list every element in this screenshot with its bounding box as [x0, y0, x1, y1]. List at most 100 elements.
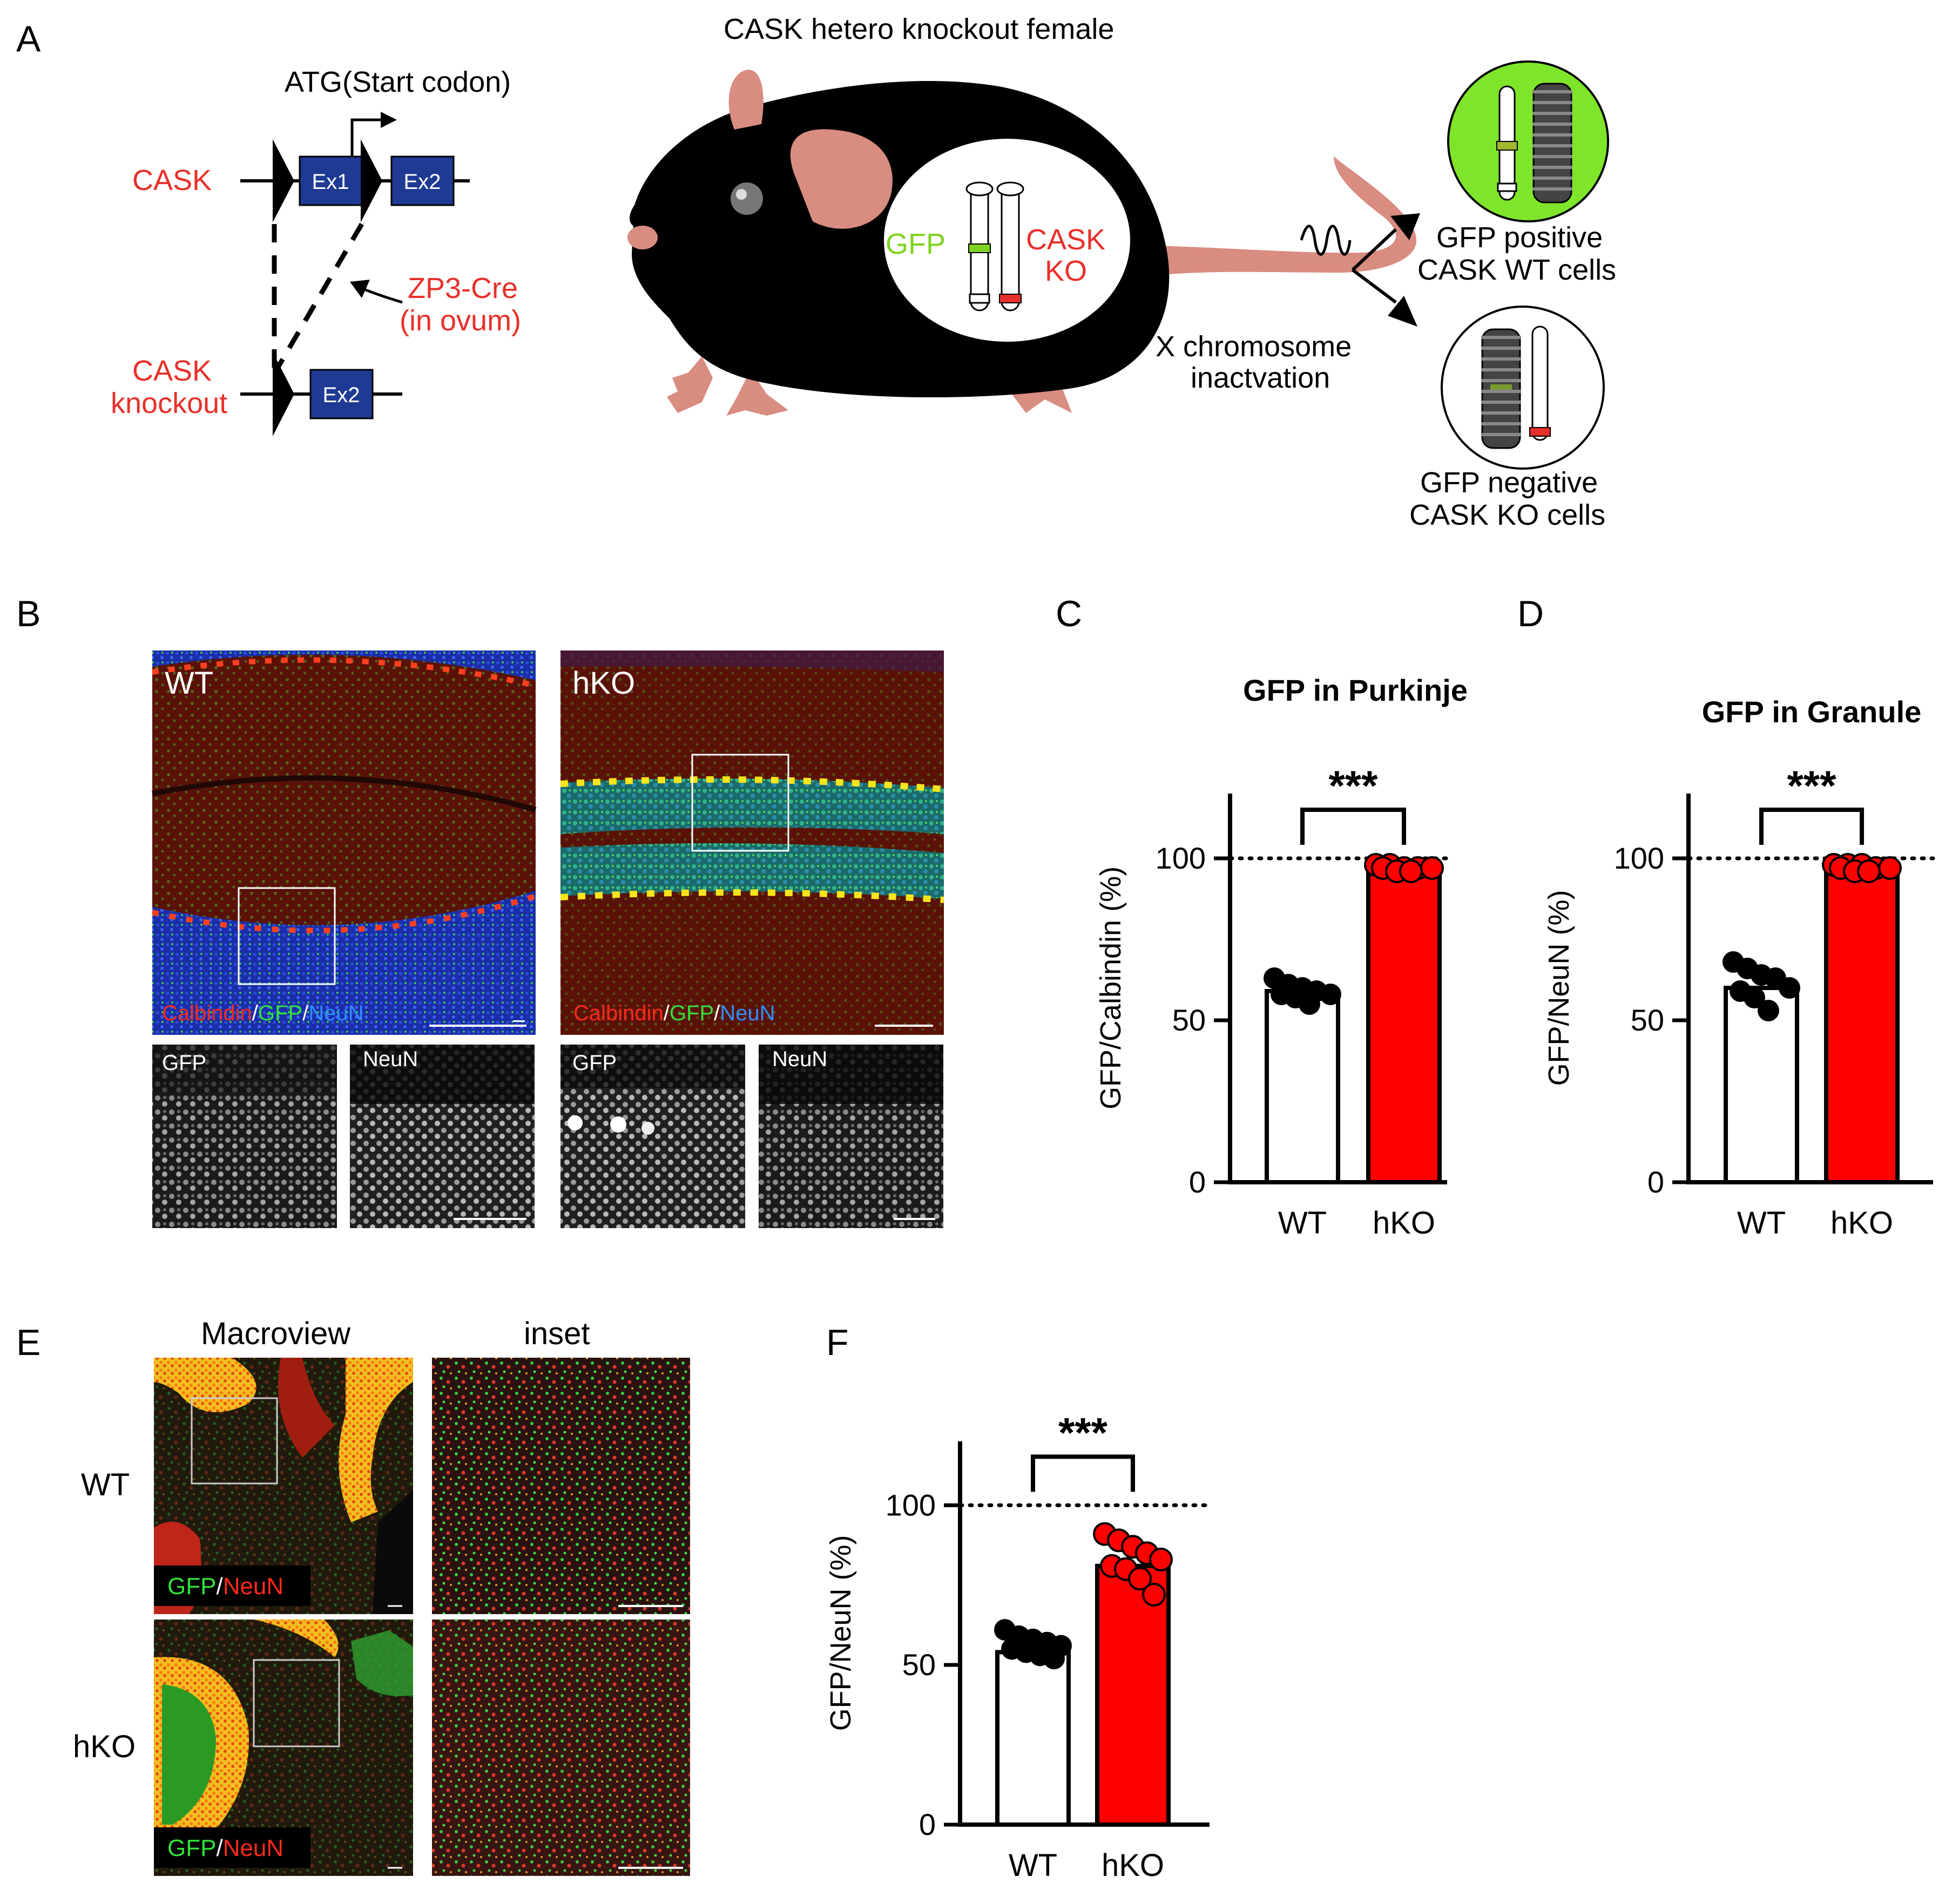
y-tick-label: 0: [919, 1807, 936, 1841]
wt-inset-neun-label: NeuN: [363, 1047, 418, 1071]
stain-calbindin: Calbindin: [162, 1001, 252, 1025]
data-point: [1857, 859, 1881, 883]
cre-label-2: (in ovum): [400, 304, 521, 337]
hko-inset-box: [691, 754, 789, 852]
y-tick-label: 50: [1631, 1003, 1664, 1037]
stain-gfp: GFP: [258, 1001, 302, 1025]
stain-slash-2: /: [302, 1001, 309, 1025]
chart-title: GFP in Granule: [1702, 695, 1922, 729]
data-point: [1320, 984, 1341, 1005]
y-tick-label: 100: [1614, 841, 1664, 875]
panel-label-f: F: [826, 1322, 849, 1363]
wt-inset-box: [238, 887, 336, 985]
cre-label-1: ZP3-Cre: [408, 272, 518, 304]
xci-label-2: inactvation: [1191, 362, 1330, 394]
wt-label-e: WT: [81, 1467, 130, 1502]
hko-macro-inset-box: [253, 1659, 340, 1747]
category-label: WT: [1737, 1205, 1786, 1241]
category-label: hKO: [1373, 1205, 1435, 1241]
e-stain-neun: NeuN: [223, 1573, 284, 1600]
inactive-x-coiled: [1532, 83, 1572, 204]
cask-gene-label: CASK: [132, 164, 212, 197]
hko-label-b: hKO: [572, 666, 635, 701]
significance-bracket: [1759, 808, 1864, 845]
y-axis-label: GFP/NeuN (%): [1543, 890, 1575, 1086]
bar-hko: [1824, 866, 1900, 1184]
stain-slash-1: /: [252, 1001, 259, 1025]
panel-label-a: A: [16, 18, 41, 59]
y-tick-label: 0: [1647, 1165, 1664, 1199]
significance-label: ***: [1787, 762, 1836, 809]
bar-hko: [1366, 866, 1442, 1184]
hko-inset-gfp-label: GFP: [572, 1051, 617, 1075]
cask-ko-label-2: KO: [1045, 255, 1087, 287]
stain-gfp-2: GFP: [670, 1001, 714, 1025]
stain-slash-4: /: [714, 1001, 720, 1025]
category-label: WT: [1278, 1205, 1327, 1241]
ko-label-2: knockout: [111, 387, 227, 419]
mouse-nose: [627, 226, 658, 249]
y-tick-label: 50: [1172, 1003, 1206, 1037]
start-codon-arrow: [350, 118, 381, 162]
data-point: [1758, 1000, 1779, 1021]
panel-label-c: C: [1056, 593, 1082, 634]
gfp-negative-label-1: GFP negative: [1420, 466, 1598, 499]
y-tick-label: 0: [1189, 1165, 1206, 1199]
data-point: [1399, 859, 1423, 883]
recombination-line-right: [276, 222, 364, 369]
active-x-ko: [1529, 326, 1551, 441]
data-point: [1878, 856, 1902, 880]
x-chromosome-ko: [996, 181, 1024, 311]
macroview-heading: Macroview: [201, 1316, 351, 1351]
stain-calbindin-2: Calbindin: [573, 1001, 664, 1025]
data-point: [1779, 977, 1800, 999]
inset-heading: inset: [524, 1316, 590, 1351]
hko-e-inset: [432, 1620, 690, 1876]
gfp-positive-cell: [1447, 60, 1609, 222]
cre-arrowhead: [350, 280, 370, 298]
hko-e-stain-legend: GFP/NeuN: [167, 1835, 283, 1861]
e-stain-gfp-2: GFP: [167, 1835, 216, 1861]
start-codon-arrowhead: [381, 112, 397, 128]
mouse-eye-highlight: [736, 189, 747, 200]
bar-wt: [1265, 989, 1340, 1184]
stain-neun-2: NeuN: [720, 1001, 775, 1025]
data-point: [1128, 1567, 1152, 1591]
cask-ko-label-1: CASK: [1026, 223, 1105, 256]
data-point: [1420, 856, 1444, 880]
y-axis-label: GFP/Calbindin (%): [1095, 866, 1127, 1109]
panel-e-micrographs: Macroview inset WT hKO GFP/NeuN: [73, 1316, 690, 1876]
hko-inset-neun-label: NeuN: [772, 1047, 827, 1071]
squiggle: [1300, 225, 1352, 256]
panel-label-b: B: [16, 593, 40, 634]
category-label: hKO: [1102, 1848, 1164, 1883]
exon1-label: Ex1: [312, 170, 349, 194]
mouse-title: CASK hetero knockout female: [724, 13, 1114, 45]
wt-label-b: WT: [165, 666, 213, 701]
ko-label-1: CASK: [132, 355, 212, 387]
xci-label-1: X chromosome: [1156, 330, 1352, 363]
hko-macroview: [154, 1620, 413, 1876]
loxp-site-ko: [273, 352, 294, 436]
gfp-positive-label-2: CASK WT cells: [1417, 254, 1616, 286]
panel-label-d: D: [1517, 593, 1544, 634]
wt-macro-inset-box: [191, 1397, 278, 1485]
exon2-label: Ex2: [404, 170, 441, 194]
wt-macroview: [154, 1358, 413, 1614]
hko-label-e: hKO: [73, 1729, 136, 1764]
gfp-chromosome-label: GFP: [886, 228, 945, 260]
mouse-ear-back: [728, 70, 764, 130]
category-label: WT: [1009, 1848, 1057, 1883]
y-tick-label: 50: [902, 1648, 936, 1682]
wt-inset-gfp-label: GFP: [162, 1051, 206, 1075]
start-codon-label: ATG(Start codon): [285, 66, 511, 98]
category-label: hKO: [1831, 1205, 1893, 1241]
loxp-site-2: [361, 139, 382, 222]
exon2-box: [390, 155, 455, 206]
hko-stain-legend: Calbindin/GFP/NeuN: [573, 1001, 775, 1025]
data-point: [1149, 1547, 1173, 1571]
